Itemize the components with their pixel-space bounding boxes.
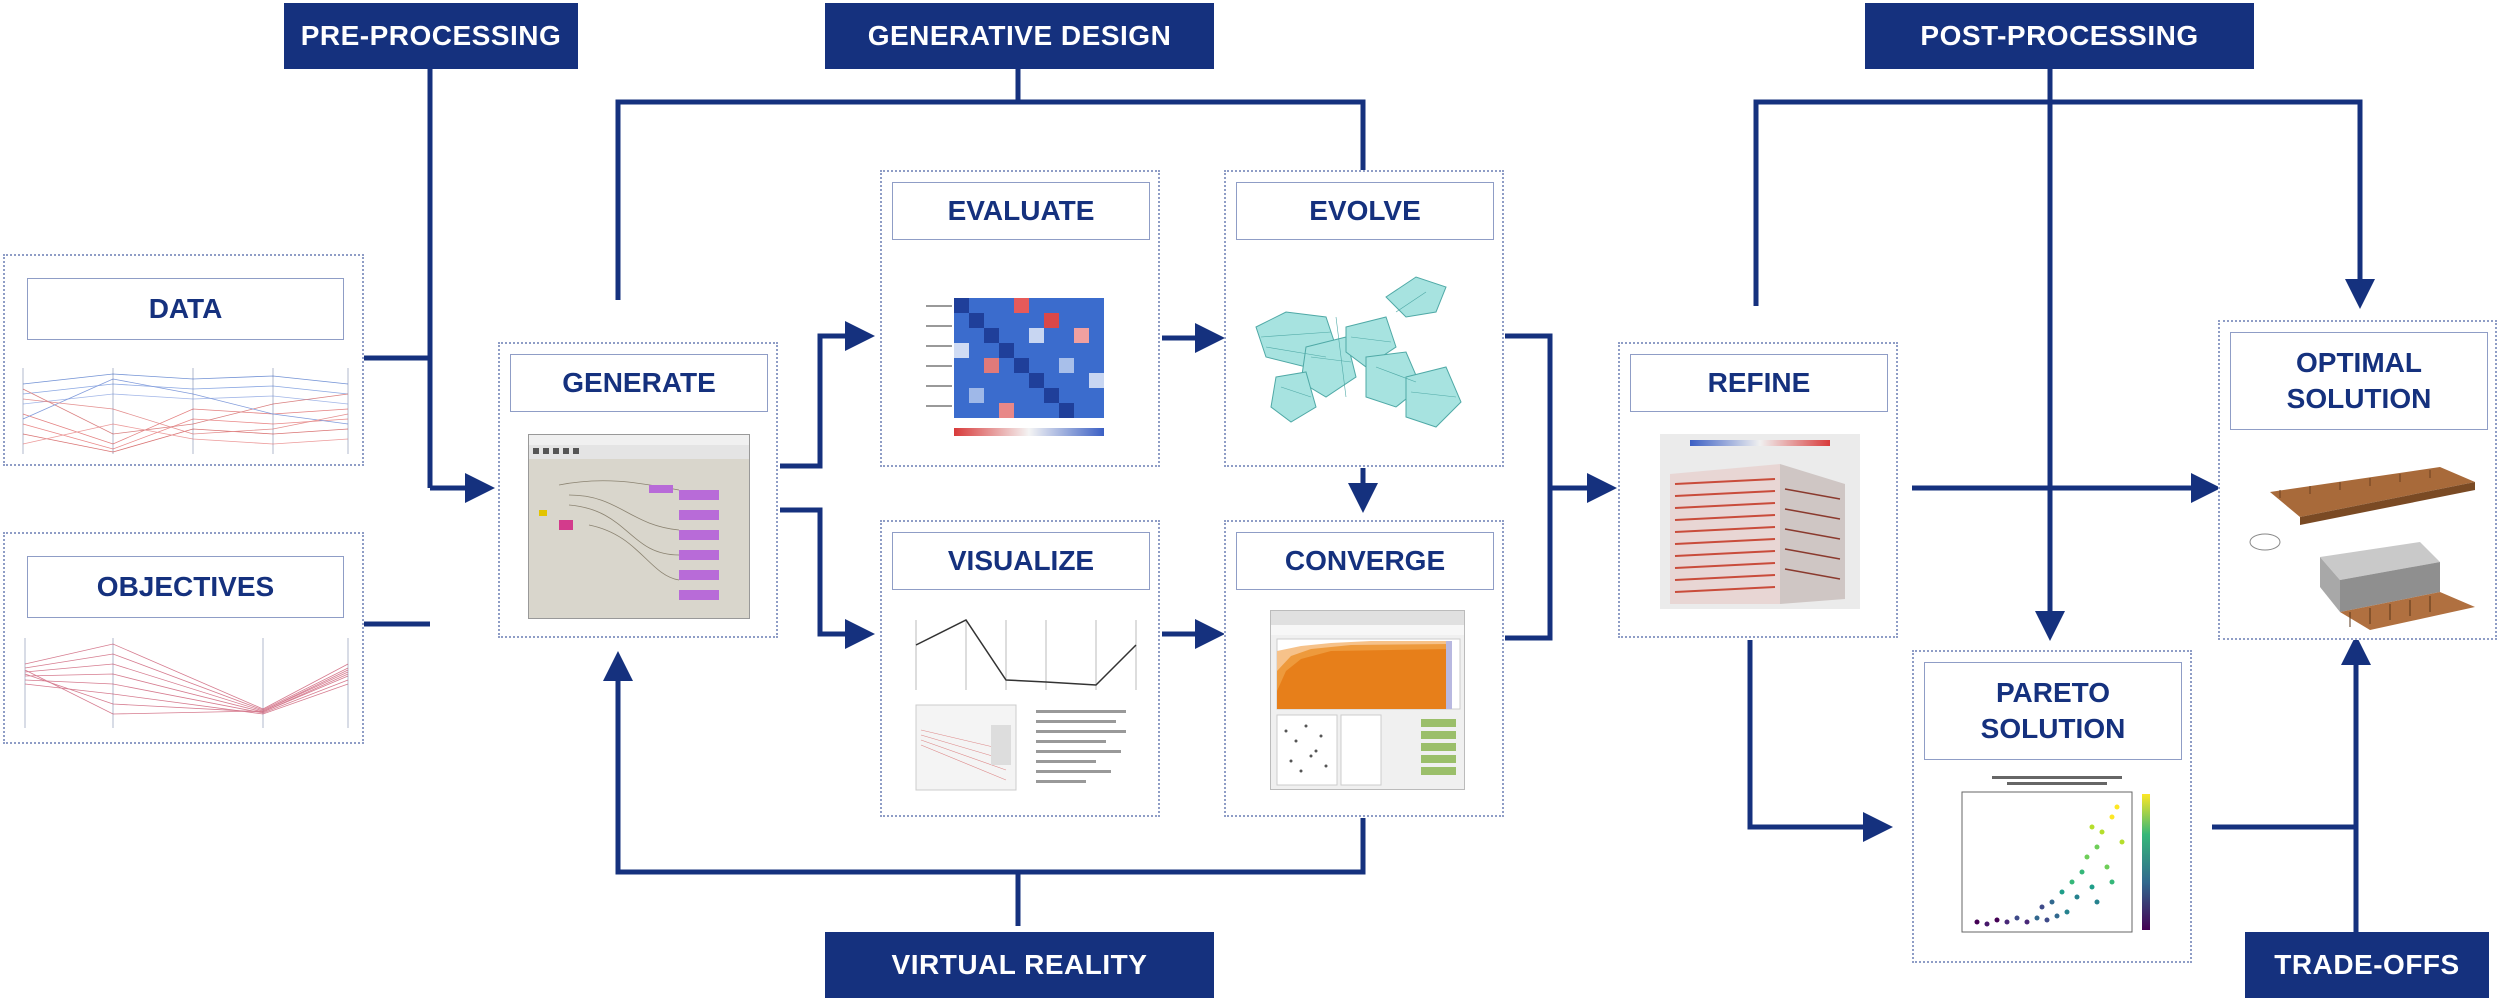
loop-post-top (1753, 99, 2375, 309)
arrow-to-evaluate (780, 321, 875, 469)
panel-generate: GENERATE (498, 342, 778, 638)
loop-bottom (603, 651, 1366, 875)
optimal-label-line1: OPTIMAL (2296, 347, 2422, 378)
loop-top (615, 99, 1366, 300)
correlation-heatmap-thumbnail (922, 260, 1122, 460)
panel-objectives: OBJECTIVES (3, 532, 364, 744)
panel-refine: REFINE (1618, 342, 1898, 638)
panel-pareto-solution: PARETO SOLUTION (1912, 650, 2192, 963)
convergence-window-thumbnail (1270, 610, 1465, 790)
optimal-label-line2: SOLUTION (2286, 383, 2432, 414)
pareto-label-line2: SOLUTION (1980, 713, 2126, 744)
panel-converge: CONVERGE (1224, 520, 1504, 817)
optimal-model-thumbnail (2240, 462, 2480, 632)
panel-label-optimal-solution: OPTIMAL SOLUTION (2230, 332, 2488, 430)
panel-label-refine: REFINE (1630, 354, 1888, 412)
panel-optimal-solution: OPTIMAL SOLUTION (2218, 320, 2497, 640)
panel-label-evaluate: EVALUATE (892, 182, 1150, 240)
pareto-label-line1: PARETO (1995, 677, 2111, 708)
banner-trade-offs: TRADE-OFFS (2245, 932, 2489, 998)
panel-label-visualize: VISUALIZE (892, 532, 1150, 590)
panel-visualize: VISUALIZE (880, 520, 1160, 817)
building-analysis-thumbnail (1660, 434, 1860, 609)
pareto-scatter-thumbnail (1932, 772, 2177, 957)
panel-label-evolve: EVOLVE (1236, 182, 1494, 240)
panel-evolve: EVOLVE (1224, 170, 1504, 467)
objectives-plot-thumbnail (13, 634, 355, 734)
panel-data: DATA (3, 254, 364, 466)
connector-converge-out (1505, 488, 1553, 641)
arrow-to-visualize (780, 507, 875, 649)
mesh-geometry-thumbnail (1246, 257, 1486, 457)
banner-virtual-reality: VIRTUAL REALITY (825, 932, 1214, 998)
panel-evaluate: EVALUATE (880, 170, 1160, 467)
banner-post-processing: POST-PROCESSING (1865, 3, 2254, 69)
panel-label-pareto-solution: PARETO SOLUTION (1924, 662, 2182, 760)
connector-evolve-out (1505, 333, 1553, 488)
arrow-refine-pareto (1747, 640, 1893, 842)
parallel-coordinates-thumbnail (13, 364, 355, 459)
node-editor-thumbnail (528, 434, 750, 619)
panel-label-converge: CONVERGE (1236, 532, 1494, 590)
panel-label-generate: GENERATE (510, 354, 768, 412)
panel-label-objectives: OBJECTIVES (27, 556, 344, 618)
panel-label-data: DATA (27, 278, 344, 340)
visualization-thumbnail (896, 610, 1148, 810)
banner-pre-processing: PRE-PROCESSING (284, 3, 578, 69)
banner-generative-design: GENERATIVE DESIGN (825, 3, 1214, 69)
